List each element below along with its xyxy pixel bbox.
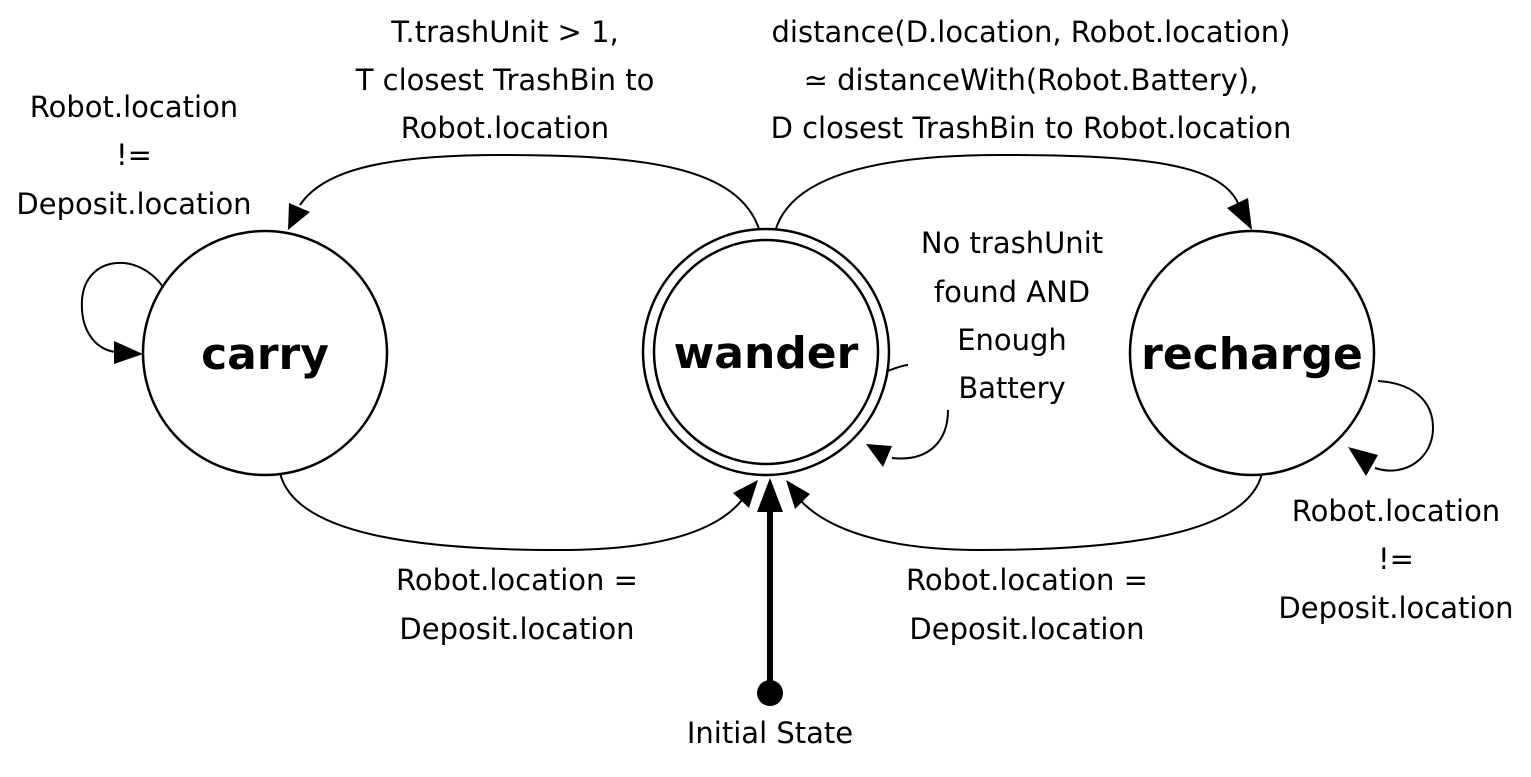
label-carry-to-wander: Robot.location = Deposit.location: [396, 563, 638, 646]
arrowhead-recharge-self-loop: [1348, 447, 1378, 476]
label-line: Robot.location: [1292, 494, 1500, 528]
label-wander-to-recharge: distance(D.location, Robot.location) ≃ d…: [771, 15, 1292, 145]
state-recharge-label: recharge: [1141, 329, 1363, 380]
label-recharge-self-loop: Robot.location != Deposit.location: [1278, 494, 1513, 625]
label-line: !=: [116, 138, 152, 172]
edge-carry-self-loop: [80, 261, 166, 353]
label-line: Robot.location: [401, 111, 609, 145]
edge-wander-to-recharge: [774, 153, 1239, 233]
state-wander-inner-circle: [652, 238, 880, 466]
state-carry-label: carry: [201, 329, 329, 380]
state-carry-circle: [141, 229, 389, 477]
label-line: Deposit.location: [1278, 591, 1513, 625]
initial-dot: [757, 680, 783, 706]
arrowhead-carry-to-wander: [733, 480, 758, 508]
label-line: No trashUnit: [921, 226, 1103, 260]
label-line: T.trashUnit > 1,: [390, 15, 618, 49]
label-line: !=: [1378, 542, 1414, 576]
edge-carry-to-wander: [279, 472, 743, 552]
arrowhead-wander-self-loop: [866, 444, 892, 467]
label-line: ≃ distanceWith(Robot.Battery),: [804, 63, 1259, 97]
label-line: distance(D.location, Robot.location): [772, 15, 1291, 49]
label-line: Enough: [957, 323, 1067, 357]
arrowhead-initial: [757, 478, 783, 512]
label-line: Deposit.location: [909, 612, 1144, 646]
label-wander-self-loop: No trashUnit found AND Enough Battery: [921, 226, 1103, 405]
edge-wander-self-loop-tail: [891, 409, 949, 460]
arrowhead-recharge-to-wander: [786, 480, 810, 509]
label-line: Robot.location: [30, 90, 238, 124]
label-line: D closest TrashBin to Robot.location: [771, 111, 1292, 145]
state-wander-label: wander: [674, 328, 859, 379]
label-line: Robot.location =: [906, 563, 1148, 597]
label-line: Deposit.location: [399, 612, 634, 646]
initial-state-label: Initial State: [687, 716, 853, 750]
label-line: Battery: [958, 371, 1065, 405]
label-wander-to-carry: T.trashUnit > 1, T closest TrashBin to R…: [355, 15, 655, 145]
arrowhead-wander-to-carry: [288, 203, 310, 230]
edge-wander-to-carry: [299, 153, 761, 233]
label-line: found AND: [934, 275, 1090, 309]
state-recharge-circle: [1128, 229, 1376, 477]
label-recharge-to-wander: Robot.location = Deposit.location: [906, 563, 1148, 646]
arrowhead-wander-to-recharge: [1227, 198, 1252, 230]
label-line: Robot.location =: [396, 563, 638, 597]
label-line: T closest TrashBin to: [355, 63, 655, 97]
arrowhead-carry-self-loop: [114, 341, 143, 364]
edge-recharge-self-loop: [1374, 380, 1435, 472]
edge-recharge-to-wander: [799, 472, 1263, 552]
label-carry-self-loop: Robot.location != Deposit.location: [16, 90, 251, 221]
label-line: Deposit.location: [16, 187, 251, 221]
